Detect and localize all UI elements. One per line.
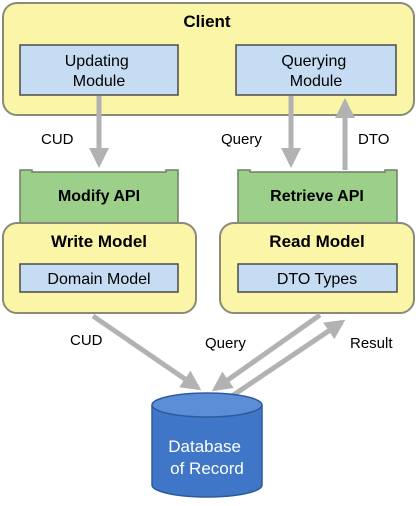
result-arrow-bottom <box>230 319 346 399</box>
domain-model-box <box>19 263 179 293</box>
updating-module-box <box>19 44 179 96</box>
querying-module-box <box>235 44 397 96</box>
write-model-title: Write Model <box>51 232 147 251</box>
client-title: Client <box>183 12 231 31</box>
domain-model-label: Domain Model <box>47 271 150 288</box>
modify-api-label: Modify API <box>58 188 140 205</box>
result-label-bottom: Result <box>350 335 393 352</box>
dto-types-box <box>237 263 398 293</box>
cud-arrow-bottom <box>91 313 202 391</box>
dto-label-top: DTO <box>358 131 389 148</box>
database-label: Database of Record <box>168 437 246 478</box>
retrieve-api-label: Retrieve API <box>270 188 364 205</box>
read-model-title: Read Model <box>269 232 364 251</box>
query-label-bottom: Query <box>205 335 246 352</box>
database-cylinder <box>151 392 263 498</box>
cud-label-top: CUD <box>41 131 74 148</box>
querying-module-label: Querying Module <box>281 53 350 90</box>
dto-types-label: DTO Types <box>277 271 357 288</box>
updating-module-label: Updating Module <box>65 53 134 90</box>
query-label-top: Query <box>221 131 262 148</box>
query-arrow-bottom <box>211 312 322 392</box>
cud-label-bottom: CUD <box>70 332 103 349</box>
